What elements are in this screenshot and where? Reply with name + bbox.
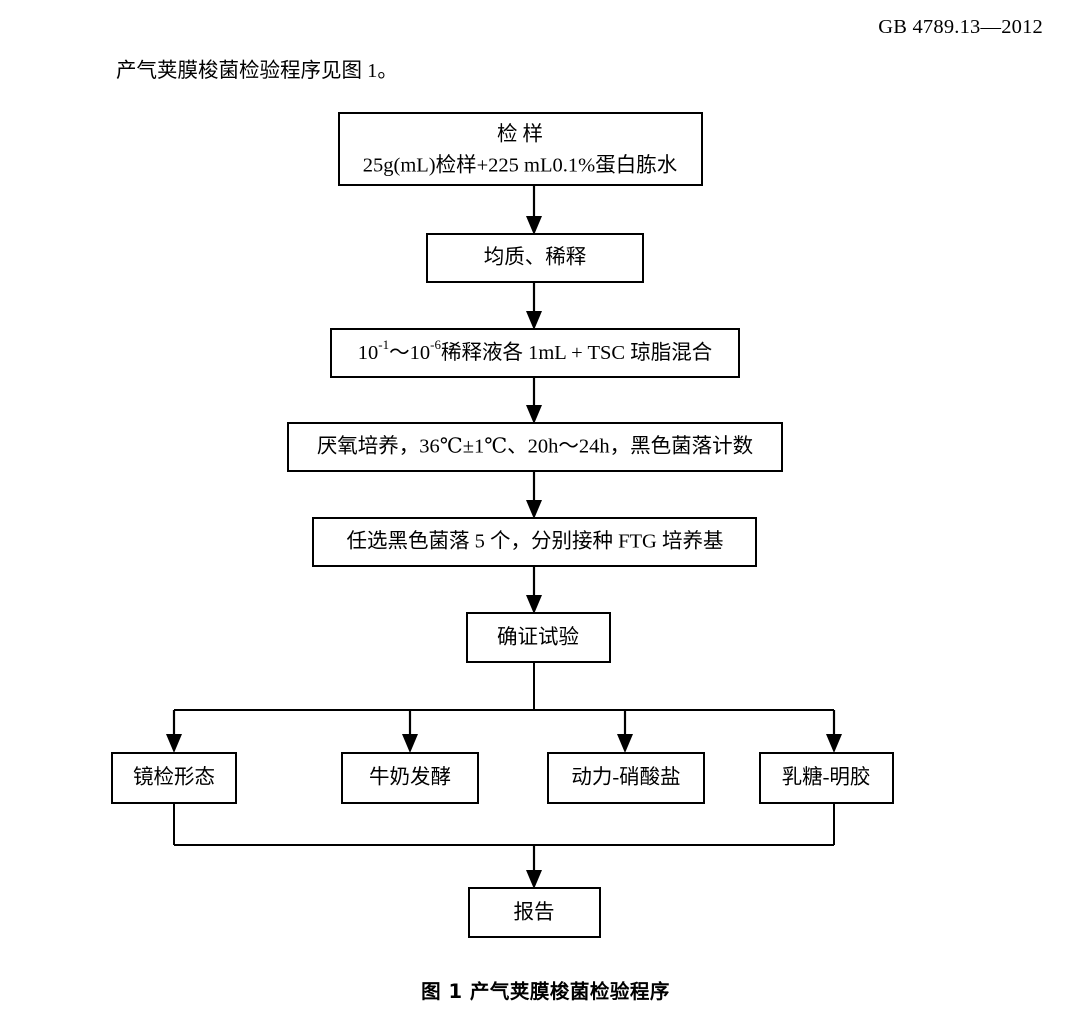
node-anaerobic-culture-box — [287, 422, 783, 472]
arrowhead-icon — [526, 595, 542, 614]
intro-paragraph: 产气荚膜梭菌检验程序见图 1。 — [116, 60, 398, 82]
node-microscopy-label: 镜检形态 — [133, 766, 215, 789]
node-motility-nitrate-box — [547, 752, 705, 804]
arrowhead-icon — [526, 870, 542, 889]
node-report: 报告 — [468, 887, 601, 938]
node-dilution-tsc-label: 10-1～10-6稀释液各 1mL + TSC 琼脂混合 — [358, 337, 712, 363]
dilution-suffix: 稀释液各 1mL + TSC 琼脂混合 — [441, 341, 712, 364]
connector-dilution-to-culture — [526, 377, 542, 424]
connector-pick-to-confirmation — [526, 566, 542, 614]
arrowhead-icon — [526, 216, 542, 235]
connector-homogenize-to-dilution — [526, 282, 542, 330]
arrowhead-icon — [166, 734, 182, 753]
arrowhead-icon — [826, 734, 842, 753]
node-report-label: 报告 — [514, 901, 555, 924]
node-lactose-gelatin: 乳糖-明胶 — [759, 752, 894, 804]
node-dilution-tsc: 10-1～10-6稀释液各 1mL + TSC 琼脂混合 — [330, 328, 740, 378]
dilution-exponent-2: -6 — [430, 337, 441, 352]
flowchart: 检 样 25g(mL)检样+225 mL0.1%蛋白胨水 均质、稀释 10-1～… — [111, 112, 894, 938]
node-motility-nitrate: 动力-硝酸盐 — [547, 752, 705, 804]
node-milk-fermentation-label: 牛奶发酵 — [369, 766, 451, 789]
dilution-exponent-1: -1 — [378, 337, 389, 352]
node-milk-fermentation: 牛奶发酵 — [341, 752, 479, 804]
node-motility-nitrate-label: 动力-硝酸盐 — [571, 766, 680, 789]
node-report-box — [468, 887, 601, 938]
node-pick-colonies: 任选黑色菌落 5 个，分别接种 FTG 培养基 — [312, 517, 757, 567]
node-homogenize-label: 均质、稀释 — [484, 246, 587, 269]
arrowhead-icon — [526, 405, 542, 424]
connector-culture-to-pick — [526, 471, 542, 519]
node-sample: 检 样 25g(mL)检样+225 mL0.1%蛋白胨水 — [338, 112, 703, 186]
connector-branch-bus — [166, 662, 842, 753]
dilution-mid: ～10 — [389, 342, 430, 364]
node-sample-line1: 检 样 — [497, 123, 543, 146]
node-sample-box — [338, 112, 703, 186]
node-confirmation-test-label: 确证试验 — [497, 626, 579, 649]
standard-number-header: GB 4789.13—2012 — [878, 16, 1043, 38]
node-anaerobic-culture-label: 厌氧培养，36℃±1℃、20h～24h，黑色菌落计数 — [317, 435, 753, 458]
connector-sample-to-homogenize — [526, 185, 542, 235]
arrowhead-icon — [526, 311, 542, 330]
node-pick-colonies-label: 任选黑色菌落 5 个，分别接种 FTG 培养基 — [347, 530, 724, 553]
figure-caption: 图 1 产气荚膜梭菌检验程序 — [421, 980, 670, 1003]
node-anaerobic-culture: 厌氧培养，36℃±1℃、20h～24h，黑色菌落计数 — [287, 422, 783, 472]
arrowhead-icon — [402, 734, 418, 753]
node-lactose-gelatin-box — [759, 752, 894, 804]
node-microscopy: 镜检形态 — [111, 752, 237, 804]
node-confirmation-test: 确证试验 — [466, 612, 611, 663]
node-milk-fermentation-box — [341, 752, 479, 804]
node-sample-line2: 25g(mL)检样+225 mL0.1%蛋白胨水 — [363, 154, 677, 177]
node-homogenize: 均质、稀释 — [426, 233, 644, 283]
arrowhead-icon — [526, 500, 542, 519]
node-confirmation-test-box — [466, 612, 611, 663]
arrowhead-icon — [617, 734, 633, 753]
node-lactose-gelatin-label: 乳糖-明胶 — [782, 766, 871, 789]
connector-merge-bus — [173, 803, 835, 889]
dilution-prefix: 10 — [358, 342, 379, 364]
